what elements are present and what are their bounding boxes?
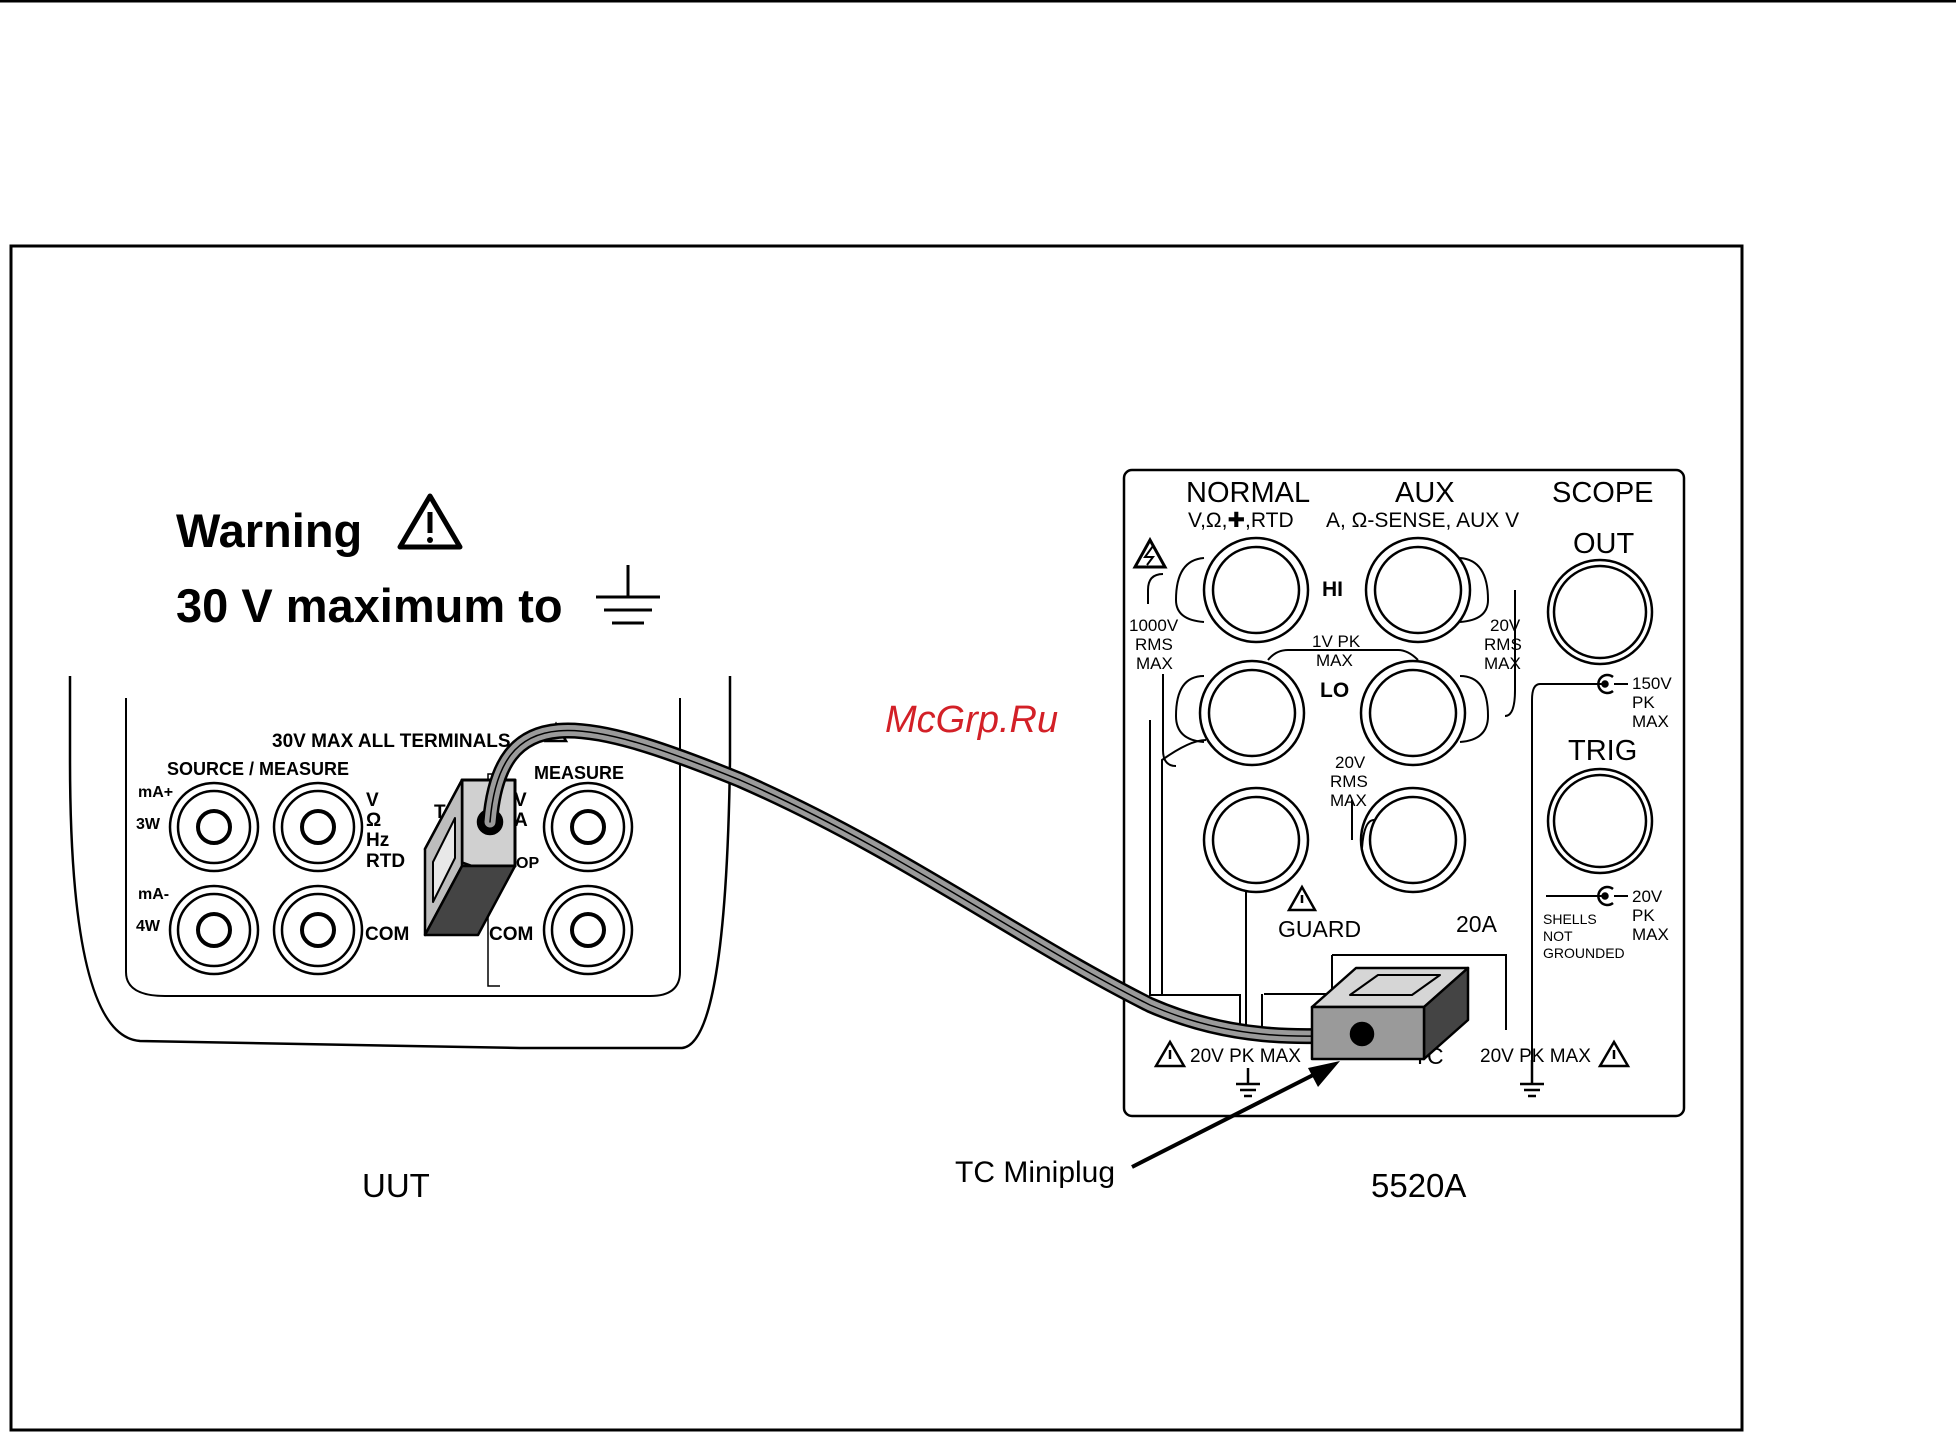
cal-20v-rms-a-line1: 20V [1490, 616, 1521, 635]
uut-source-measure: SOURCE / MEASURE [167, 759, 349, 779]
cal-normal-sub: V,Ω,✚,RTD [1188, 509, 1294, 532]
cal-20v-rms-a-line3: MAX [1484, 654, 1521, 673]
uut-4w: 4W [136, 918, 161, 935]
cal-lo: LO [1320, 679, 1349, 702]
cal-jack-aux-lo[interactable] [1359, 659, 1467, 767]
uut-hz: Hz [366, 830, 389, 851]
calibrator-label: 5520A [1371, 1167, 1466, 1204]
miniplug-callout-label: TC Miniplug [955, 1156, 1115, 1189]
cal-jack-trig[interactable] [1546, 767, 1654, 875]
cal-jack-guard[interactable] [1202, 786, 1310, 894]
cal-out: OUT [1573, 528, 1635, 560]
uut-ma-plus: mA+ [138, 784, 173, 801]
cal-pk-left-warning-icon [1153, 1039, 1187, 1068]
cal-20v-rms-b-line1: 20V [1335, 753, 1366, 772]
cal-1vpk-line2: MAX [1316, 651, 1353, 670]
calibrator-panel [1122, 468, 1686, 1118]
uut-rtd: RTD [366, 851, 405, 872]
cal-hi: HI [1322, 578, 1343, 601]
uut-jack-ma-plus[interactable] [168, 781, 260, 873]
cal-150v-line3: MAX [1632, 712, 1669, 731]
miniplug-callout-arrow [1131, 1061, 1340, 1169]
cal-20vpk-line3: MAX [1632, 925, 1669, 944]
uut-a-right: A [514, 810, 528, 831]
cal-shells-line2: NOT [1543, 928, 1573, 944]
cal-1000v-line2: RMS [1135, 635, 1173, 654]
uut-com-right: COM [489, 924, 533, 945]
uut-jack-measure-com[interactable] [542, 884, 634, 976]
cal-shells-line1: SHELLS [1543, 911, 1597, 927]
uut-3w: 3W [136, 816, 161, 833]
cal-tc-miniplug[interactable] [1310, 966, 1470, 1061]
uut-v-right: V [514, 790, 527, 811]
uut-com-left: COM [365, 924, 409, 945]
cal-20vpk-line2: PK [1632, 906, 1655, 925]
cal-jack-aux-hi[interactable] [1364, 536, 1472, 644]
cal-guard: GUARD [1278, 916, 1361, 942]
watermark: McGrp.Ru [885, 699, 1058, 741]
cal-pk-left: 20V PK MAX [1190, 1046, 1301, 1067]
cal-jack-20a[interactable] [1359, 786, 1467, 894]
cal-shells-line3: GROUNDED [1543, 945, 1625, 961]
cal-1000v-line3: MAX [1136, 654, 1173, 673]
cal-1vpk-line1: 1V PK [1312, 632, 1361, 651]
cal-jack-normal-lo[interactable] [1198, 659, 1306, 767]
warning-title: Warning [176, 504, 362, 557]
uut-op: OP [516, 855, 539, 872]
cal-aux-sub: A, Ω-SENSE, AUX V [1326, 509, 1519, 532]
cal-scope: SCOPE [1552, 477, 1654, 509]
cal-pk-right-warning-icon [1597, 1039, 1631, 1068]
uut-v: V [366, 790, 379, 811]
warning-triangle-icon [397, 493, 463, 550]
cal-scope-shell-icon-2 [1597, 885, 1614, 907]
uut-jack-ma-minus[interactable] [168, 884, 260, 976]
cal-scope-shell-icon-1 [1597, 673, 1614, 695]
cal-jack-normal-hi[interactable] [1202, 536, 1310, 644]
cal-1000v-line1: 1000V [1129, 616, 1179, 635]
cal-shock-warning-icon [1132, 536, 1168, 569]
cal-ground-icon-right [1520, 1060, 1544, 1098]
cal-guard-warning-icon [1286, 884, 1318, 912]
cal-aux: AUX [1395, 477, 1455, 509]
cal-20v-rms-b-line3: MAX [1330, 791, 1367, 810]
cal-20a: 20A [1456, 911, 1498, 937]
uut-ma-minus: mA- [138, 886, 169, 903]
cal-jack-scope-out[interactable] [1546, 558, 1654, 666]
uut-ohm: Ω [366, 810, 381, 831]
cal-ground-icon-left [1236, 1068, 1260, 1098]
uut-jack-com[interactable] [272, 884, 364, 976]
ground-icon [596, 565, 660, 625]
cal-20v-rms-b-line2: RMS [1330, 772, 1368, 791]
cal-pk-right: 20V PK MAX [1480, 1046, 1591, 1067]
cal-normal: NORMAL [1186, 477, 1310, 509]
warning-line-2: 30 V maximum to [176, 579, 563, 632]
cal-150v-line1: 150V [1632, 674, 1672, 693]
thermocouple-cable [482, 722, 1370, 1045]
cal-20v-rms-a-line2: RMS [1484, 635, 1522, 654]
uut-jack-v-ohm[interactable] [272, 781, 364, 873]
cal-20vpk-line1: 20V [1632, 887, 1663, 906]
uut-jack-measure-va[interactable] [542, 781, 634, 873]
figure-frame [9, 244, 1744, 1432]
cal-bracket-lines [1147, 557, 1606, 1060]
uut-measure: MEASURE [534, 763, 624, 783]
cal-trig: TRIG [1568, 735, 1637, 767]
cal-150v-line2: PK [1632, 693, 1655, 712]
uut-header: 30V MAX ALL TERMINALS [272, 731, 511, 752]
uut-label: UUT [362, 1167, 430, 1204]
